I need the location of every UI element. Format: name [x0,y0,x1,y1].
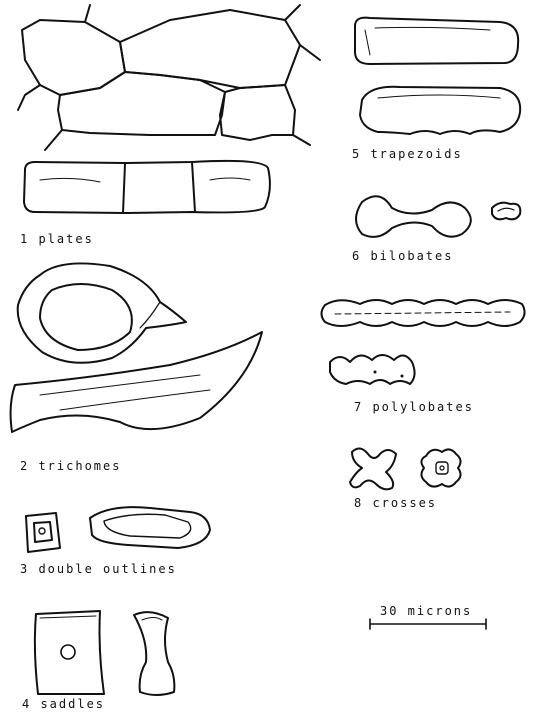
saddle-hourglass [134,612,174,695]
plates-network [18,5,320,150]
label-bilobates: 6 bilobates [352,249,453,263]
label-double-outlines: 3 double outlines [20,562,177,576]
label-trapezoids: 5 trapezoids [352,147,463,161]
bilobate-large [356,196,471,237]
trichome-ring [18,263,186,362]
cross-rosette [421,449,460,486]
label-plates: 1 plates [20,232,94,246]
label-trichomes: 2 trichomes [20,459,121,473]
trichome-curved-spine [11,332,262,432]
label-saddles: 4 saddles [22,697,105,711]
trapezoid-wavy [360,87,520,134]
polylobate-long [322,300,525,326]
plates-row [24,161,270,213]
scale-bar-label: 30 microns [380,604,472,618]
polylobate-short [330,355,415,384]
saddle-square [35,611,104,694]
trapezoid-block [355,18,518,64]
label-polylobates: 7 polylobates [354,400,474,414]
cross-x-shape [350,448,396,489]
label-crosses: 8 crosses [354,496,437,510]
bilobate-small [492,203,520,220]
double-outline-square [26,513,60,552]
double-outline-elongate [90,507,210,548]
scale-bar [370,619,486,629]
